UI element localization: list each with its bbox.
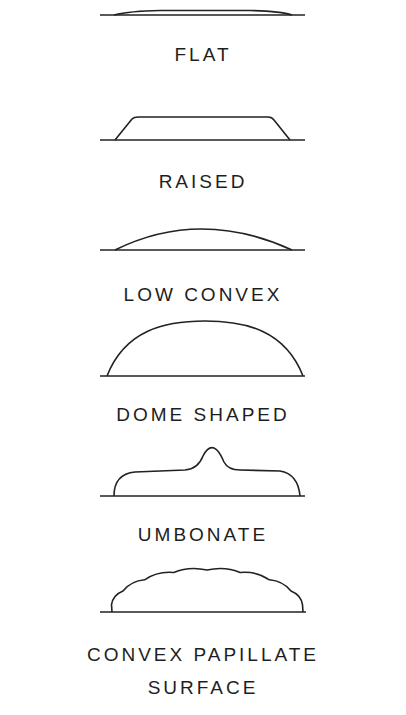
dome-profile [107,321,303,376]
papillate-profile [112,568,304,612]
profile-label: DOME SHAPED [33,398,373,431]
profile-label: UMBONATE [33,518,373,551]
baseline [100,611,306,613]
baseline [100,495,305,497]
profile-label: CONVEX PAPILLATE SURFACE [43,638,363,704]
umbonate-profile [114,448,300,496]
raised-profile [115,117,290,140]
profile-label: LOW CONVEX [33,278,373,311]
profile-label: RAISED [33,165,373,198]
baseline [100,249,305,251]
flat-profile [114,11,292,16]
baseline [100,14,305,16]
baseline [100,139,305,141]
low-convex-profile [115,229,292,250]
profile-label: FLAT [33,38,373,71]
baseline [100,375,305,377]
